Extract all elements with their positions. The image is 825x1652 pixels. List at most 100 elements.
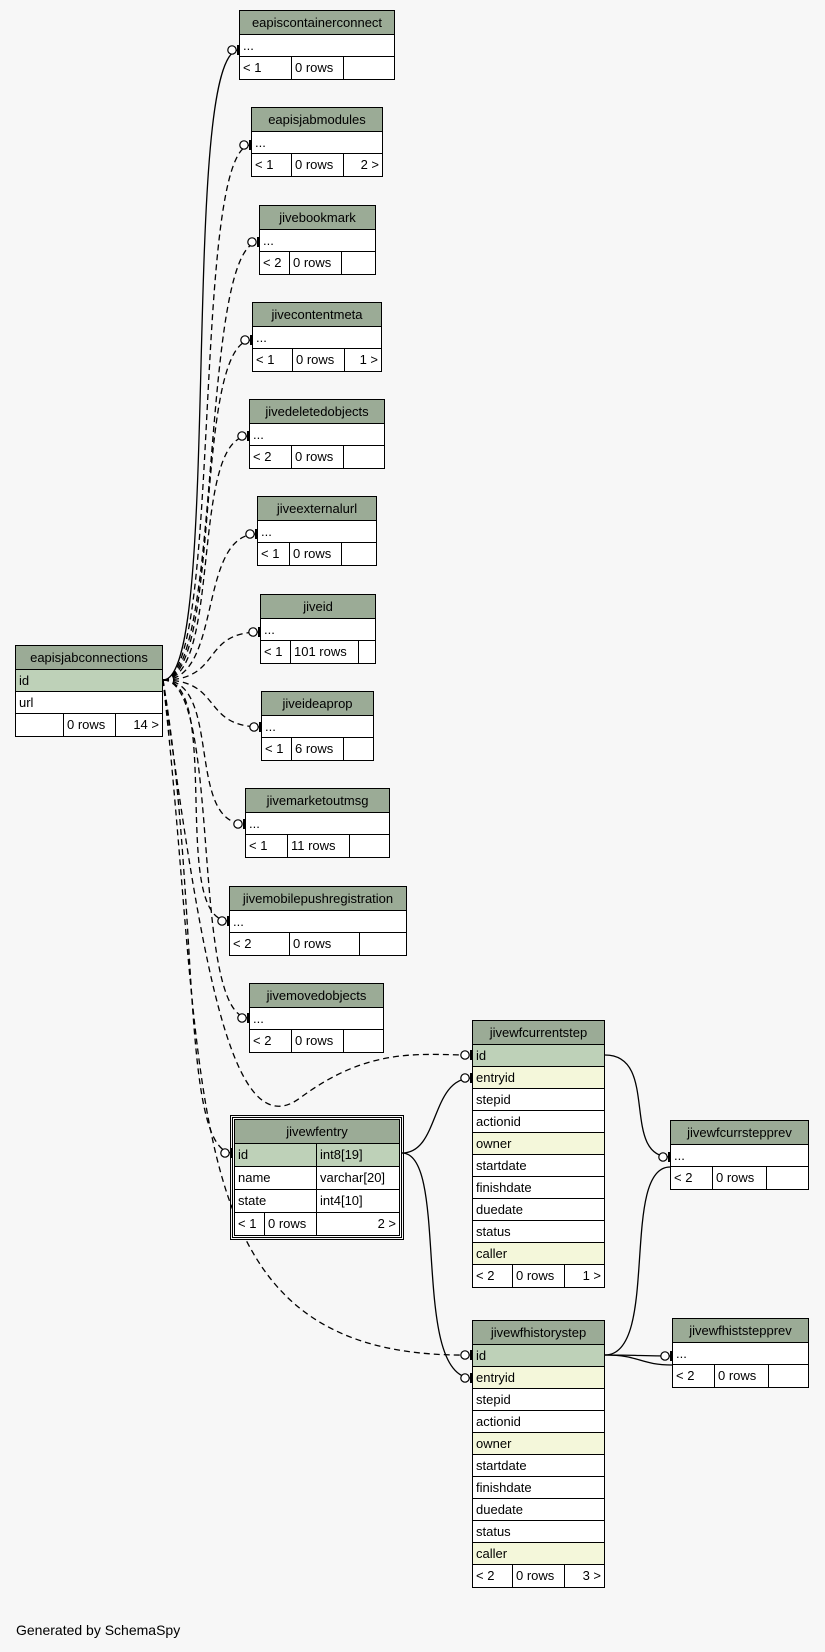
generated-by-footer: Generated by SchemaSpy: [16, 1622, 181, 1638]
column-row: ...: [252, 132, 382, 154]
children-count[interactable]: [344, 738, 373, 760]
column-row: caller: [473, 1243, 604, 1265]
row-count: 0 rows: [513, 1265, 565, 1287]
parents-count[interactable]: < 1: [240, 57, 292, 79]
children-count[interactable]: [344, 57, 394, 79]
children-count[interactable]: [767, 1167, 808, 1189]
parents-count[interactable]: < 2: [250, 446, 292, 468]
column-row: finishdate: [473, 1177, 604, 1199]
column-row: ...: [258, 521, 376, 543]
table-title[interactable]: eapisjabconnections: [16, 646, 162, 670]
edge-end-jivemobilepushregistration: [217, 916, 227, 926]
children-count[interactable]: [360, 933, 406, 955]
parents-count[interactable]: < 2: [473, 1565, 513, 1587]
children-count[interactable]: [344, 446, 384, 468]
children-count[interactable]: 3 >: [582, 1568, 601, 1583]
parents-count[interactable]: < 2: [250, 1030, 292, 1052]
parents-count[interactable]: < 1: [262, 738, 292, 760]
row-count: 0 rows: [513, 1565, 565, 1587]
edge-eapisjabmodules: [162, 144, 252, 681]
column-row: ...: [261, 619, 375, 641]
parents-count[interactable]: < 1: [258, 543, 290, 565]
table-title[interactable]: jivewfcurrentstep: [473, 1021, 604, 1045]
table-title[interactable]: jivewfhiststepprev: [673, 1319, 808, 1343]
children-count[interactable]: 2 >: [360, 157, 379, 172]
edge-end-entry-current: [460, 1073, 470, 1083]
table-title[interactable]: jiveideaprop: [262, 692, 373, 716]
table-title[interactable]: jivewfentry: [235, 1120, 399, 1144]
parents-count[interactable]: < 2: [473, 1265, 513, 1287]
column-row: ...: [260, 230, 375, 252]
column-name: name: [235, 1167, 317, 1189]
table-title[interactable]: jivebookmark: [260, 206, 375, 230]
children-count[interactable]: [342, 252, 375, 274]
table-title[interactable]: jivemarketoutmsg: [246, 789, 389, 813]
table-title[interactable]: jivedeletedobjects: [250, 400, 384, 424]
parents-count[interactable]: < 1: [261, 641, 291, 663]
parents-count[interactable]: < 1: [253, 349, 293, 371]
parents-count[interactable]: < 1: [235, 1213, 265, 1235]
table-title[interactable]: jiveexternalurl: [258, 497, 376, 521]
children-count[interactable]: [359, 641, 375, 663]
parents-count[interactable]: < 2: [230, 933, 290, 955]
table-title[interactable]: jivecontentmeta: [253, 303, 381, 327]
table-title[interactable]: eapiscontainerconnect: [240, 11, 394, 35]
parents-count[interactable]: < 1: [252, 154, 292, 176]
column-row: ...: [250, 1008, 383, 1030]
column-row: url: [16, 692, 162, 714]
column-row: id: [473, 1045, 604, 1067]
table-title[interactable]: jivemovedobjects: [250, 984, 383, 1008]
parents-count[interactable]: < 2: [671, 1167, 713, 1189]
children-count[interactable]: [769, 1365, 808, 1387]
column-row: entryid: [473, 1367, 604, 1389]
children-count[interactable]: [350, 835, 389, 857]
table-title[interactable]: jiveid: [261, 595, 375, 619]
parents-count[interactable]: < 2: [260, 252, 290, 274]
edge-jivemobilepushregistration: [162, 679, 230, 922]
children-count[interactable]: 1 >: [582, 1268, 601, 1283]
children-count[interactable]: [344, 1030, 383, 1052]
table-title[interactable]: jivewfhistorystep: [473, 1321, 604, 1345]
table-title[interactable]: jivewfcurrstepprev: [671, 1121, 808, 1145]
edge-history-histprev-2: [604, 1354, 673, 1366]
column-type: int4[10]: [320, 1193, 363, 1208]
edge-history-currprev: [604, 1166, 671, 1356]
column-row: owner: [473, 1433, 604, 1455]
column-row: id: [473, 1345, 604, 1367]
table-title[interactable]: jivemobilepushregistration: [230, 887, 406, 911]
row-count: 0 rows: [290, 252, 342, 274]
parents-count[interactable]: [16, 714, 64, 736]
children-count[interactable]: 14 >: [133, 717, 159, 732]
column-row: stepid: [473, 1089, 604, 1111]
edge-end-jivedeletedobjects: [237, 431, 247, 441]
parents-count[interactable]: < 2: [673, 1365, 715, 1387]
table-title[interactable]: eapisjabmodules: [252, 108, 382, 132]
edge-jivecontentmeta: [162, 339, 253, 681]
children-count[interactable]: [342, 543, 376, 565]
children-count[interactable]: 1 >: [359, 352, 378, 367]
parents-count[interactable]: < 1: [246, 835, 288, 857]
children-count[interactable]: 2 >: [377, 1216, 396, 1231]
